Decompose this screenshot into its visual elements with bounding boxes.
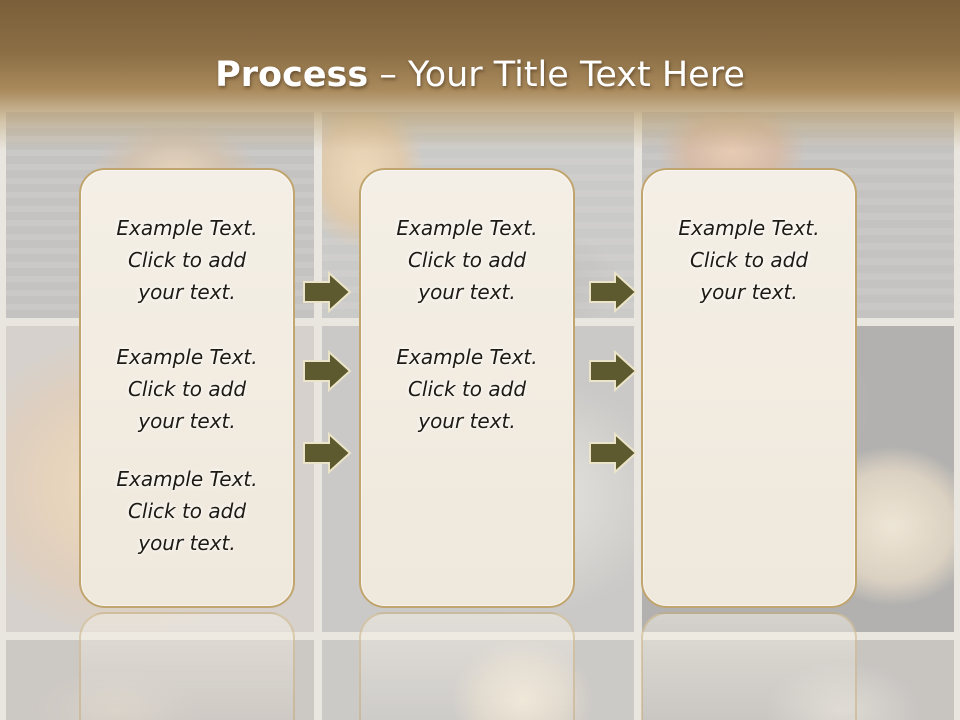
panel-text-placeholder[interactable]: Example Text. Click to add your text. [116,345,258,433]
panel-reflection [359,612,575,720]
process-step-panel-1[interactable]: Example Text. Click to add your text. Ex… [79,168,295,608]
slide-title-rest: – Your Title Text Here [368,55,745,95]
panel-text-placeholder[interactable]: Example Text. Click to add your text. [116,216,258,304]
right-arrow-icon [589,271,638,313]
right-arrow-icon [303,271,352,313]
panel-text-placeholder[interactable]: Example Text. Click to add your text. [396,216,538,304]
right-arrow-icon [589,432,638,474]
panel-reflection [79,612,295,720]
panel-reflection [641,612,857,720]
panel-text-placeholder[interactable]: Example Text. Click to add your text. [678,216,820,304]
panel-text-placeholder[interactable]: Example Text. Click to add your text. [116,467,258,555]
slide-title[interactable]: Process – Your Title Text Here [0,53,960,97]
right-arrow-icon [303,350,352,392]
process-step-panel-3[interactable]: Example Text. Click to add your text. [641,168,857,608]
panel-text-placeholder[interactable]: Example Text. Click to add your text. [396,345,538,433]
slide-title-bold: Process [215,55,369,95]
process-step-panel-2[interactable]: Example Text. Click to add your text. Ex… [359,168,575,608]
title-bar [0,0,960,150]
right-arrow-icon [589,350,638,392]
right-arrow-icon [303,432,352,474]
